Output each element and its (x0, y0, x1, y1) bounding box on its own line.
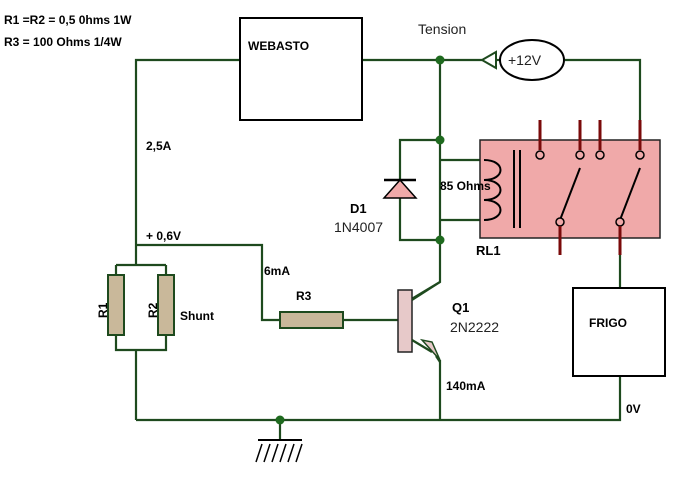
resistor-r1 (107, 274, 125, 336)
main-current-label: 2,5A (146, 139, 172, 153)
webasto-label: WEBASTO (248, 39, 309, 53)
relay-rl1 (479, 120, 661, 255)
shunt-label: Shunt (180, 309, 214, 323)
relay-coil (483, 159, 502, 221)
diode-part: 1N4007 (334, 219, 383, 235)
base-current-label: 6mA (264, 264, 290, 278)
transistor-part: 2N2222 (450, 319, 499, 335)
tension-label: Tension (418, 21, 466, 37)
webasto-box (239, 17, 363, 121)
wire-supply-relay (565, 58, 642, 140)
ground-symbol (255, 439, 303, 463)
r2-label: R2 (146, 302, 160, 318)
ground-ref-label: 0V (626, 402, 641, 416)
note-line-2: R3 = 100 Ohms 1/4W (4, 35, 122, 49)
wire-ground-rail (136, 375, 622, 422)
diode-d1 (382, 178, 418, 199)
node-ground (275, 415, 285, 425)
supply-source: +12V (479, 39, 565, 81)
transistor-base (397, 289, 413, 353)
wire-left-top (134, 58, 240, 245)
junctions (275, 55, 445, 425)
coil-resistance-label: 85 Ohms (440, 179, 491, 193)
r3-label: R3 (296, 289, 312, 303)
r1-label: R1 (96, 302, 110, 318)
relay-label: RL1 (476, 243, 501, 258)
resistor-r3 (279, 311, 344, 329)
frigo-label: FRIGO (589, 316, 627, 330)
diode-name: D1 (350, 201, 367, 216)
wire-shunt-top (114, 245, 168, 275)
wire-base-feed (136, 243, 280, 322)
shunt-voltage-label: + 0,6V (146, 229, 181, 243)
transistor-name: Q1 (452, 300, 469, 315)
note-line-1: R1 =R2 = 0,5 0hms 1W (4, 13, 132, 27)
transistor-q1 (397, 281, 441, 363)
node-coil-bottom (435, 235, 445, 245)
collector-current-label: 140mA (446, 379, 486, 393)
supply-label: +12V (508, 52, 542, 68)
node-supply (435, 55, 445, 65)
node-coil-top (435, 135, 445, 145)
relay-body (479, 139, 661, 239)
frigo-box (572, 287, 666, 377)
resistor-r2 (157, 274, 175, 336)
wire-shunt-bottom (114, 335, 168, 420)
